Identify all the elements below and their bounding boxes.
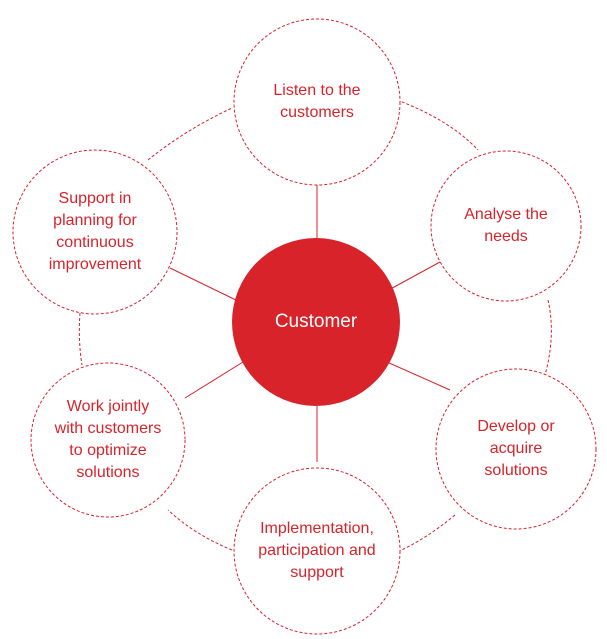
ring-arc-4 (167, 509, 233, 551)
node-circle-implementation (233, 467, 401, 635)
center-circle (232, 238, 400, 406)
node-label-develop: Develop or acquire solutions (477, 418, 555, 479)
ring-arc-2 (544, 299, 552, 376)
spoke-upper-right (384, 261, 441, 293)
node-circle-listen (233, 18, 401, 186)
ring-arc-3 (394, 514, 456, 554)
spoke-lower-left (184, 361, 244, 399)
node-label-implementation: Implementation, participation and suppor… (258, 520, 376, 581)
ring-arc-5 (78, 312, 83, 366)
ring-arc-6 (147, 107, 233, 161)
node-circle-develop (435, 368, 597, 530)
center-label: Customer (274, 311, 358, 332)
spoke-lower-right (386, 361, 451, 391)
node-label-listen: Listen to the customers (273, 82, 361, 121)
ring-arc-1 (396, 99, 479, 151)
spoke-upper-left (169, 267, 241, 303)
node-label-analyse: Analyse the needs (464, 206, 548, 245)
node-circle-analyse (430, 150, 582, 302)
node-circle-work-jointly (30, 362, 186, 518)
node-label-work-jointly: Work jointly with customers to optimize … (54, 398, 162, 481)
node-circle-support-planning (12, 149, 178, 315)
node-label-support-planning: Support in planning for continuous impro… (48, 190, 142, 273)
